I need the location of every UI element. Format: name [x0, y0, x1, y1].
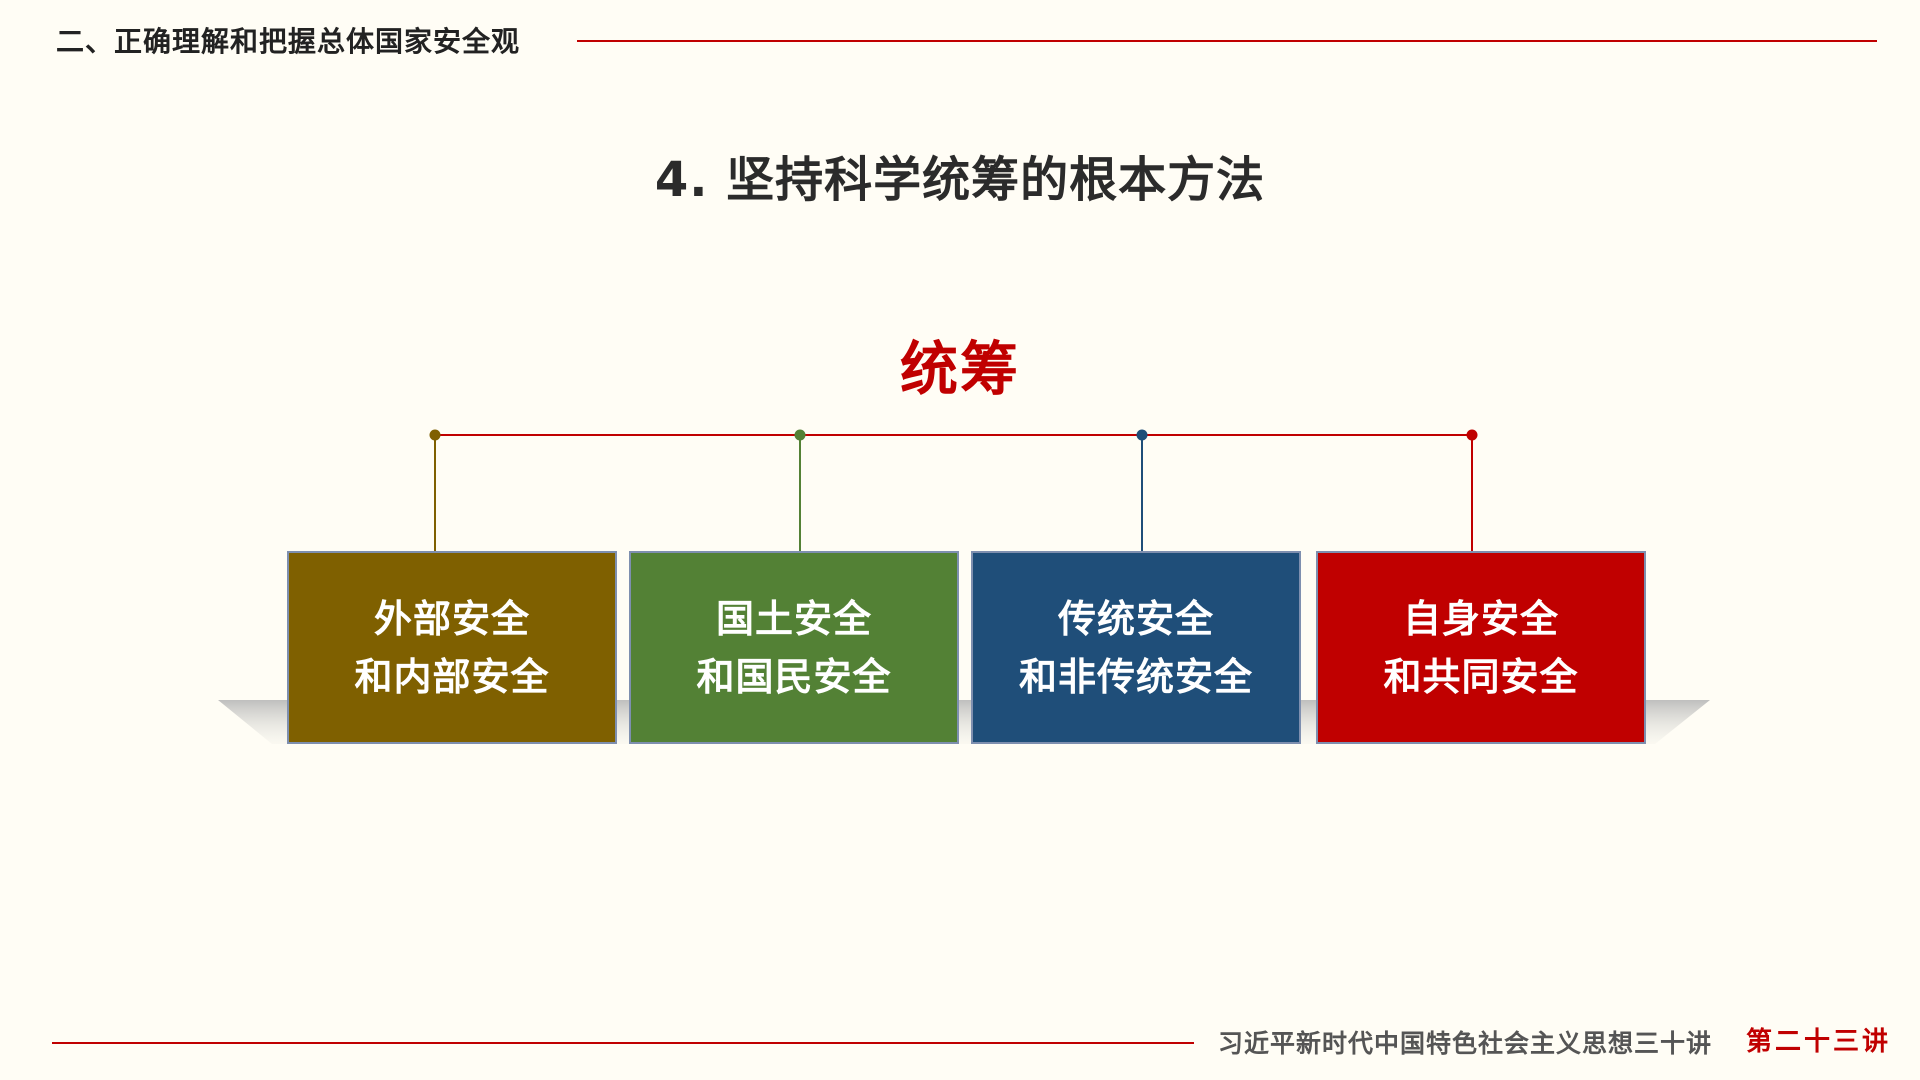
box-label-line2: 和国民安全 — [696, 654, 892, 699]
box-label-line2: 和非传统安全 — [1018, 654, 1253, 699]
lecture-number: 第二十三讲 — [1746, 1027, 1892, 1057]
box-traditional-nontraditional-security: 传统安全 和非传统安全 — [971, 551, 1301, 744]
center-label: 统筹 — [899, 335, 1020, 403]
box-label-line1: 自身安全 — [1402, 596, 1559, 641]
box-territorial-citizen-security: 国土安全 和国民安全 — [629, 551, 959, 744]
box-own-common-security: 自身安全 和共同安全 — [1316, 551, 1646, 744]
box-label-line1: 外部安全 — [373, 596, 530, 641]
node-dot-2 — [794, 429, 806, 441]
header-divider — [577, 40, 1877, 42]
section-title: 二、正确理解和把握总体国家安全观 — [56, 25, 521, 58]
box-label-line1: 传统安全 — [1057, 596, 1214, 641]
footer-divider — [52, 1042, 1194, 1044]
box-label-line1: 国土安全 — [715, 596, 872, 641]
node-dot-4 — [1466, 429, 1478, 441]
node-dot-3 — [1136, 429, 1148, 441]
node-dot-1 — [429, 429, 441, 441]
box-label-line2: 和内部安全 — [354, 654, 550, 699]
series-title: 习近平新时代中国特色社会主义思想三十讲 — [1218, 1029, 1713, 1058]
box-label-line2: 和共同安全 — [1383, 654, 1579, 699]
slide-title: 4. 坚持科学统筹的根本方法 — [654, 152, 1266, 208]
box-external-internal-security: 外部安全 和内部安全 — [287, 551, 617, 744]
